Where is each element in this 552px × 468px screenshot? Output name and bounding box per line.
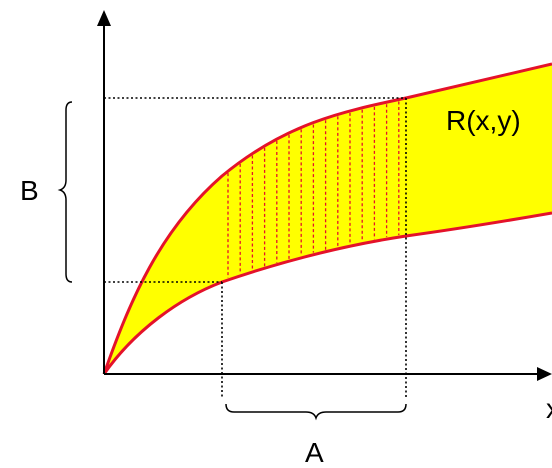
guide-lines: [104, 97, 407, 398]
label-b: B: [20, 175, 39, 206]
brace-a-icon: [225, 403, 407, 421]
x-axis-label: x: [546, 393, 552, 424]
arrowhead-up-icon: [97, 10, 111, 26]
hatch-lines: [227, 101, 400, 278]
region-label: R(x,y): [446, 105, 521, 136]
region-fill: [104, 64, 552, 374]
lower-boundary-curve: [102, 211, 552, 375]
brace-b-icon: [57, 101, 73, 283]
label-a: A: [305, 437, 324, 468]
arrowhead-right-icon: [537, 367, 552, 381]
axes: [97, 10, 552, 381]
upper-boundary-curve: [102, 62, 552, 375]
